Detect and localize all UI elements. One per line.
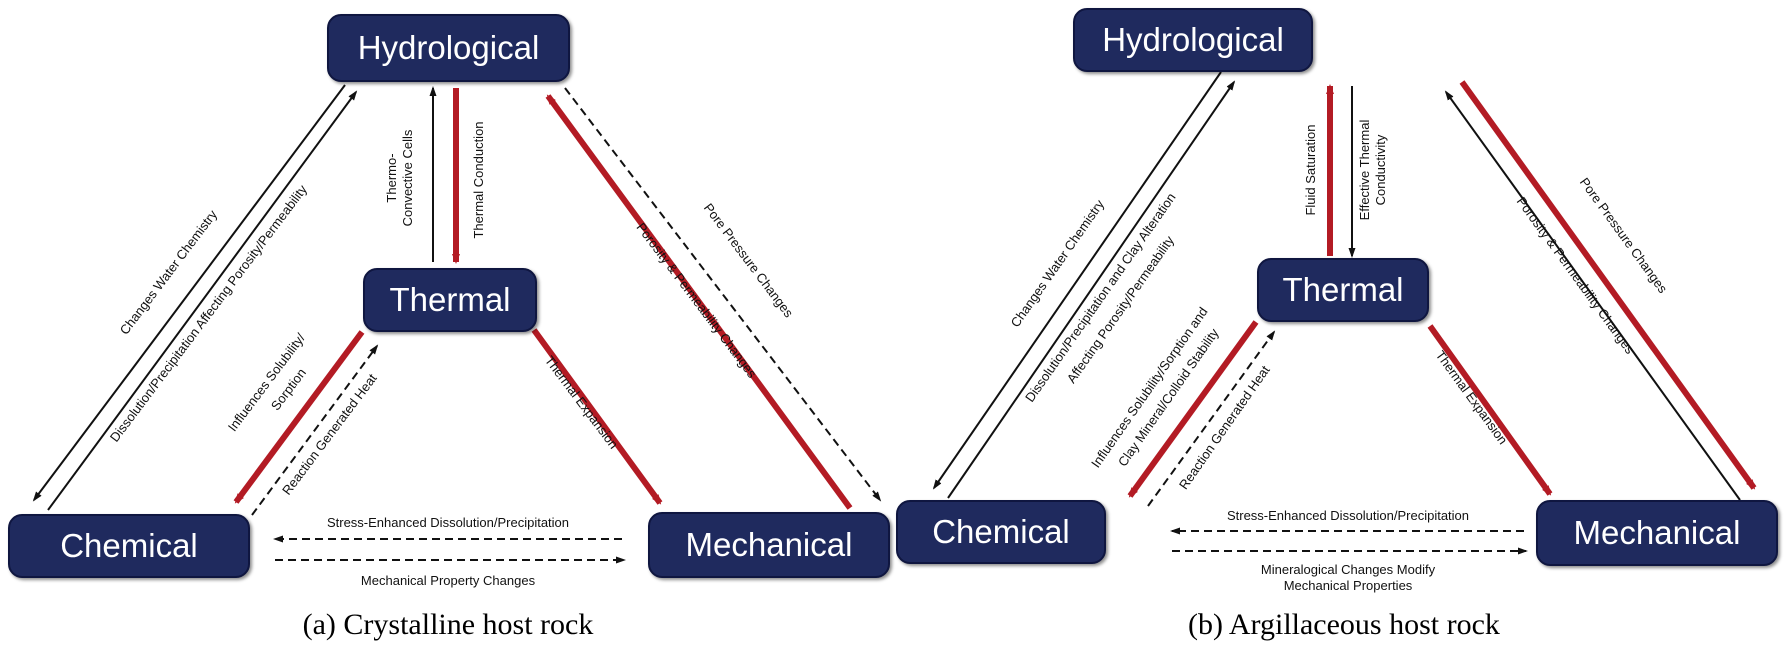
arrow-h-to-c xyxy=(932,71,1222,490)
node-chemical: Chemical xyxy=(8,514,250,578)
label-mineralogical-changes: Mineralogical Changes Modify xyxy=(1261,562,1436,577)
arrow-t-to-c xyxy=(233,330,365,504)
label-effective-thermal: Effective Thermal xyxy=(1357,120,1372,221)
label-thermal-expansion: Thermal Expansion xyxy=(542,353,621,451)
arrow-t-to-m xyxy=(1427,324,1553,496)
arrow-h-to-m xyxy=(1459,80,1757,490)
arrow-t-to-m xyxy=(531,328,663,505)
node-thermal: Thermal xyxy=(363,268,537,332)
panel-b-arrows: Changes Water Chemistry Dissolution/Prec… xyxy=(932,71,1757,593)
arrow-c-to-h xyxy=(947,80,1236,499)
label-fluid-saturation: Fluid Saturation xyxy=(1303,124,1318,215)
label-convective-cells: Convective Cells xyxy=(400,129,415,226)
arrow-t-to-c xyxy=(1127,320,1259,498)
node-hydrological: Hydrological xyxy=(327,14,570,82)
caption: (b) Argillaceous host rock xyxy=(1188,608,1500,641)
caption: (a) Crystalline host rock xyxy=(302,608,594,641)
arrow-m-to-h xyxy=(545,94,853,510)
panel-a-arrows: Changes Water Chemistry Dissolution/Prec… xyxy=(32,84,882,588)
arrow-c-to-t xyxy=(251,344,379,516)
label-conductivity: Conductivity xyxy=(1373,134,1388,205)
label-pore-pressure-changes: Pore Pressure Changes xyxy=(701,200,797,320)
label-thermal-conduction: Thermal Conduction xyxy=(471,121,486,238)
node-thermal: Thermal xyxy=(1257,258,1429,322)
panel-argillaceous: Changes Water Chemistry Dissolution/Prec… xyxy=(896,0,1792,650)
label-reaction-generated-heat: Reaction Generated Heat xyxy=(1176,362,1273,492)
arrow-h-to-c xyxy=(32,84,346,502)
node-mechanical: Mechanical xyxy=(648,512,890,578)
label-mechanical-properties: Mechanical Properties xyxy=(1284,578,1413,593)
label-pore-pressure-changes: Pore Pressure Changes xyxy=(1577,175,1671,296)
label-mechanical-property-changes: Mechanical Property Changes xyxy=(361,573,536,588)
label-thermo: Thermo- xyxy=(384,153,399,202)
arrow-c-to-h xyxy=(47,90,358,511)
label-stress-enhanced: Stress-Enhanced Dissolution/Precipitatio… xyxy=(1227,508,1469,523)
arrow-m-to-h xyxy=(1444,90,1741,501)
arrow-h-to-m xyxy=(564,87,882,502)
label-stress-enhanced: Stress-Enhanced Dissolution/Precipitatio… xyxy=(327,515,569,530)
node-hydrological: Hydrological xyxy=(1073,8,1313,72)
label-thermal-expansion: Thermal Expansion xyxy=(1433,348,1511,447)
arrow-c-to-t xyxy=(1147,330,1276,507)
node-mechanical: Mechanical xyxy=(1536,500,1778,566)
panel-crystalline: Changes Water Chemistry Dissolution/Prec… xyxy=(8,14,890,641)
node-chemical: Chemical xyxy=(896,500,1106,564)
